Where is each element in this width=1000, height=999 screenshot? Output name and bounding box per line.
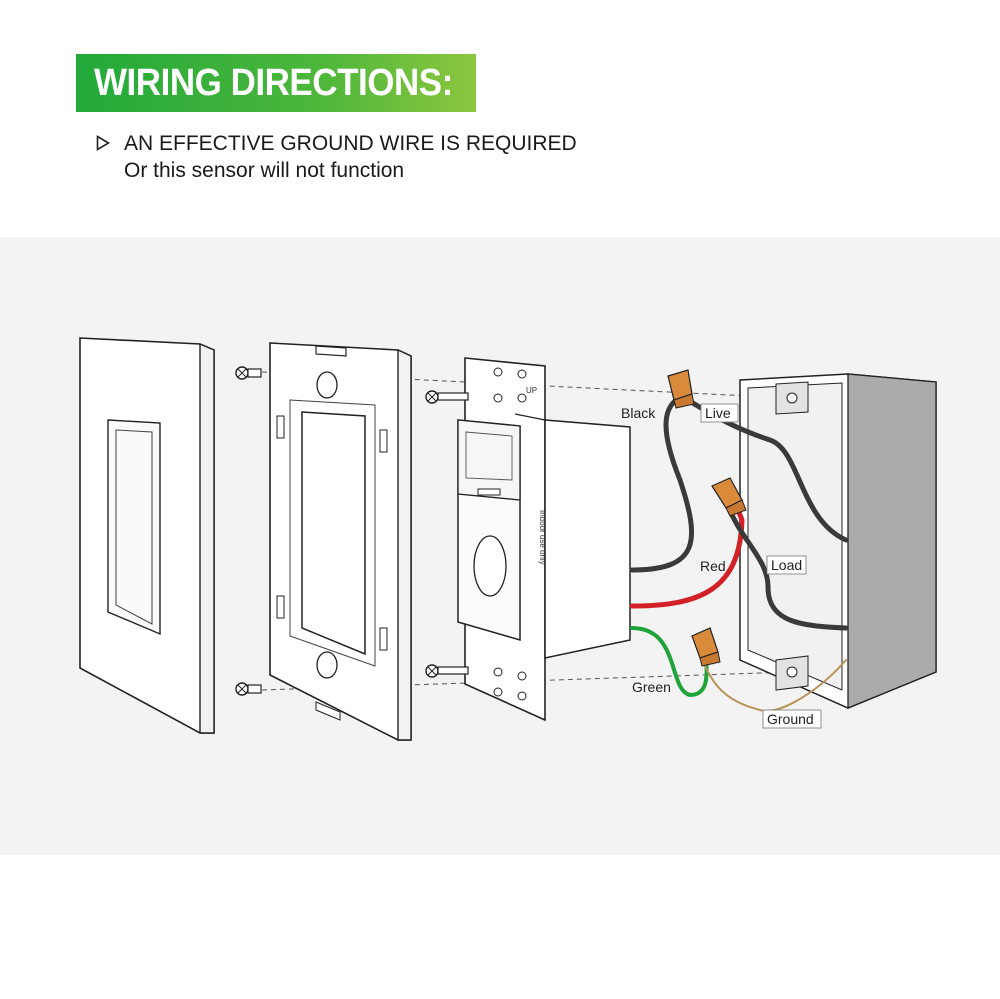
svg-text:Load: Load bbox=[771, 557, 802, 573]
wire-load bbox=[725, 502, 849, 631]
wire-black-device bbox=[629, 397, 694, 573]
device-screw-bottom bbox=[425, 664, 469, 678]
wire-nut-black bbox=[667, 369, 695, 409]
title-banner: WIRING DIRECTIONS: bbox=[76, 54, 476, 112]
wall-plate-cover bbox=[79, 337, 215, 734]
sub-plate bbox=[269, 342, 412, 741]
label-ground: Ground bbox=[762, 709, 822, 729]
note-heading: AN EFFECTIVE GROUND WIRE IS REQUIRED bbox=[124, 132, 577, 155]
label-green: Green bbox=[632, 679, 671, 695]
page-title: WIRING DIRECTIONS: bbox=[94, 62, 453, 104]
up-marker: UP bbox=[526, 386, 537, 395]
svg-text:Ground: Ground bbox=[767, 711, 814, 727]
label-black: Black bbox=[621, 405, 656, 421]
label-live: Live bbox=[700, 403, 739, 423]
wire-green bbox=[630, 626, 709, 698]
device-screw-top bbox=[425, 390, 469, 404]
wire-ground bbox=[701, 659, 847, 712]
label-load: Load bbox=[766, 555, 807, 575]
svg-text:Live: Live bbox=[705, 405, 731, 421]
electrical-box bbox=[739, 373, 937, 709]
cover-screw-top bbox=[235, 366, 262, 380]
motion-sensor-switch: UP Indoor use only bbox=[457, 357, 631, 722]
note-subtext: Or this sensor will not function bbox=[124, 159, 405, 182]
play-arrow-icon bbox=[96, 135, 110, 151]
cover-screw-bottom bbox=[235, 682, 262, 696]
wire-nut-red bbox=[711, 477, 747, 517]
indoor-use-label: Indoor use only bbox=[538, 510, 547, 565]
wire-nut-ground bbox=[691, 627, 721, 667]
label-red: Red bbox=[700, 558, 726, 574]
